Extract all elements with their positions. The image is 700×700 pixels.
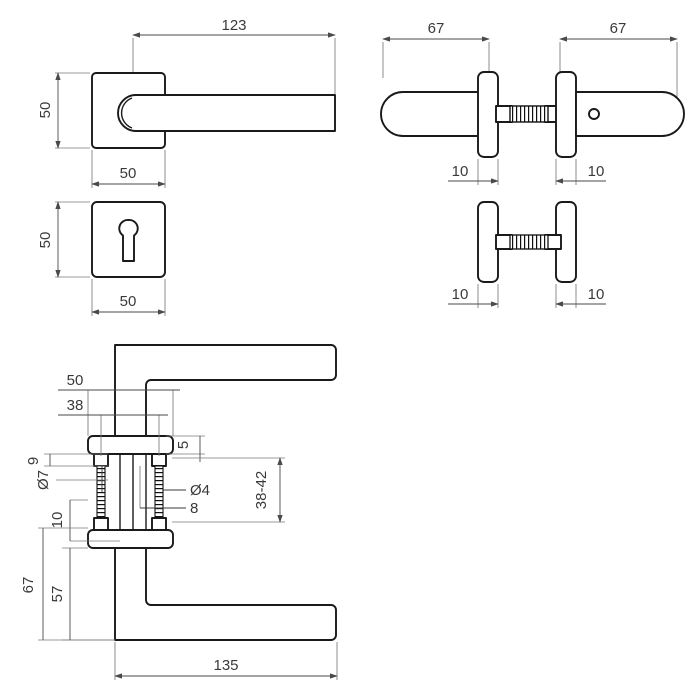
assembly-upper-rosette (87, 435, 174, 455)
assembly-right-screw-thread (154, 465, 164, 519)
dim-label-asm-total-height: 67 (20, 577, 37, 594)
front-lever-bar (117, 94, 336, 132)
dim-label-keyhole-height: 50 (37, 232, 54, 249)
dimension-asm-overall-length: 135 (114, 642, 338, 680)
spindle-section-view: 10 10 (448, 201, 606, 308)
dim-label-spindle-rosette-left: 10 (452, 286, 469, 303)
dimension-asm-screw-dia: Ø4 (163, 482, 210, 499)
dimension-keyhole-height: 50 (37, 201, 90, 278)
front-collar-arc (120, 97, 133, 129)
keyhole-escutcheon-view: 50 50 (37, 201, 166, 316)
dimension-front-rosette-width: 50 (91, 150, 166, 188)
assembly-right-sleeve-bottom (151, 517, 167, 531)
dim-label-front-rosette-width: 50 (120, 165, 137, 182)
dimension-asm-bolt-spacing: 38 (58, 397, 168, 456)
section-left-rosette (477, 71, 499, 158)
assembly-side-section-view: 50 38 5 9 Ø7 (20, 344, 338, 680)
dim-label-lever-right-length: 67 (610, 20, 627, 37)
front-view-lever-on-square-rosette: 123 50 50 (37, 17, 336, 188)
dimension-asm-lever-height: 57 (49, 547, 115, 641)
dimension-keyhole-width: 50 (91, 279, 166, 316)
dim-label-asm-lever-height: 57 (49, 586, 66, 603)
dimension-asm-door-thickness: 38-42 (172, 457, 285, 523)
assembly-lower-rosette (87, 529, 174, 549)
assembly-upper-lever (114, 344, 337, 441)
dim-label-spindle-rosette-right: 10 (588, 286, 605, 303)
dim-label-front-rosette-height: 50 (37, 102, 54, 119)
dim-label-asm-sleeve-depth: 9 (25, 457, 42, 465)
section-right-lever (575, 91, 685, 137)
dim-label-rosette-left-thickness: 10 (452, 163, 469, 180)
dimension-spindle-rosette-left: 10 (448, 284, 499, 308)
dim-label-rosette-right-thickness: 10 (588, 163, 605, 180)
dimension-asm-hole-dia: Ø7 (35, 466, 108, 492)
dim-label-front-length: 123 (221, 17, 246, 34)
spindle-thread (509, 105, 549, 123)
dim-label-asm-screw-dia: Ø4 (190, 482, 210, 499)
top-section-pair-of-levers: 67 67 10 (380, 20, 685, 185)
dimension-front-rosette-height: 50 (37, 72, 90, 149)
dimension-asm-rosette-width: 50 (58, 372, 180, 436)
dimension-asm-screw-len: 8 (139, 466, 198, 517)
dim-label-asm-screw-len: 8 (190, 500, 198, 517)
dim-label-keyhole-width: 50 (120, 293, 137, 310)
spindle-view-thread (509, 234, 549, 250)
section-left-lever (380, 91, 490, 137)
dimension-lever-right-length: 67 (559, 20, 678, 100)
dimension-front-length: 123 (132, 17, 336, 98)
dim-label-asm-rosette-width: 50 (67, 372, 84, 389)
dimension-asm-neck: 10 (49, 499, 120, 542)
dim-label-asm-hole-dia: Ø7 (35, 470, 52, 490)
assembly-left-screw-thread (96, 465, 106, 519)
dim-label-asm-neck: 10 (49, 512, 66, 529)
dimension-asm-sleeve-depth: 9 (25, 453, 108, 467)
dimension-lever-left-length: 67 (382, 20, 490, 80)
dim-label-asm-rosette-plate: 5 (175, 441, 192, 449)
dimension-spindle-rosette-right: 10 (555, 284, 606, 308)
dim-label-asm-bolt-spacing: 38 (67, 397, 84, 414)
assembly-lower-lever (114, 547, 337, 641)
dim-label-asm-overall-length: 135 (213, 657, 238, 674)
dim-label-asm-door-thickness: 38-42 (253, 471, 270, 509)
dim-label-lever-left-length: 67 (428, 20, 445, 37)
grub-screw-hole-icon (588, 108, 600, 120)
spindle-view-left-rosette (477, 201, 499, 283)
keyhole-cutout (118, 219, 139, 262)
dimension-rosette-right-thickness: 10 (555, 159, 606, 185)
assembly-left-sleeve-bottom (93, 517, 109, 531)
dimension-rosette-left-thickness: 10 (448, 159, 499, 185)
section-right-rosette (555, 71, 577, 158)
